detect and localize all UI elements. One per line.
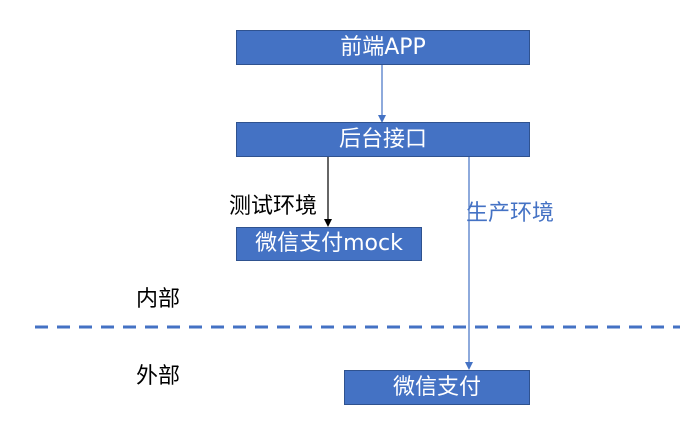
wechat-pay-node: 微信支付 [344, 370, 530, 405]
frontend-app-label: 前端APP [340, 34, 426, 60]
external-zone-label: 外部 [136, 364, 181, 389]
backend-api-node: 后台接口 [236, 122, 530, 157]
prod-env-label: 生产环境 [466, 201, 555, 226]
frontend-app-node: 前端APP [236, 30, 530, 65]
internal-zone-label: 内部 [136, 287, 181, 312]
wechat-pay-mock-node: 微信支付mock [236, 227, 422, 261]
test-env-label: 测试环境 [229, 194, 318, 219]
wechat-pay-mock-label: 微信支付mock [255, 231, 403, 256]
backend-api-label: 后台接口 [338, 126, 427, 152]
wechat-pay-label: 微信支付 [392, 374, 481, 400]
